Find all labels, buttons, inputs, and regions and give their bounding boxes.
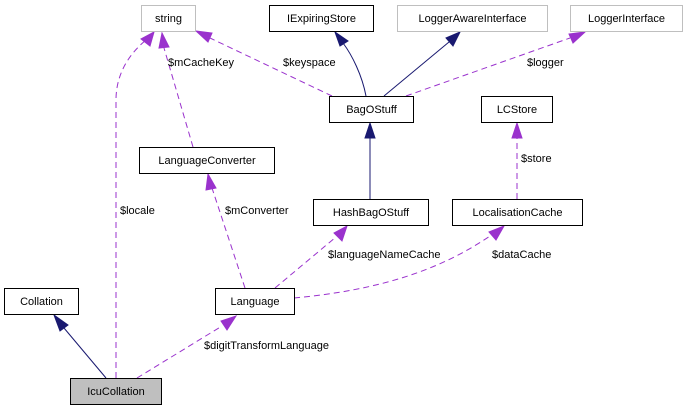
node-label: Language <box>231 296 280 308</box>
node-label: LoggerInterface <box>588 13 665 25</box>
usage-arrowhead-icon <box>333 224 348 242</box>
node-loggerawareinterface[interactable]: LoggerAwareInterface <box>397 5 548 32</box>
edge-bagostuff-string: $keyspace <box>194 30 336 97</box>
node-label: BagOStuff <box>346 104 397 116</box>
node-icucollation[interactable]: IcuCollation <box>70 378 162 405</box>
node-label: LocalisationCache <box>473 207 563 219</box>
node-label: IExpiringStore <box>287 13 356 25</box>
node-label: IcuCollation <box>87 386 144 398</box>
edge-icucollation-string: $locale <box>115 30 155 378</box>
node-iexpiringstore[interactable]: IExpiringStore <box>269 5 374 32</box>
edge-label-keyspace: $keyspace <box>283 57 336 69</box>
usage-arrowhead-icon <box>220 315 238 331</box>
usage-arrowhead-icon <box>568 31 587 44</box>
node-label: HashBagOStuff <box>333 207 410 219</box>
node-collation[interactable]: Collation <box>4 288 79 315</box>
edge-hashbagostuff-bagostuff <box>364 121 376 199</box>
usage-arrowhead-icon <box>194 30 213 43</box>
node-lcstore[interactable]: LCStore <box>481 96 553 123</box>
node-localisationcache[interactable]: LocalisationCache <box>452 199 583 226</box>
node-bagostuff[interactable]: BagOStuff <box>329 96 414 123</box>
usage-arrowhead-icon <box>511 121 523 139</box>
edge-label-digittransformlanguage: $digitTransformLanguage <box>204 340 329 352</box>
node-language[interactable]: Language <box>215 288 295 315</box>
edge-language-hashbagostuff: $languageNameCache <box>274 224 441 289</box>
node-label: LanguageConverter <box>158 155 256 167</box>
node-label: Collation <box>20 296 63 308</box>
inheritance-arrowhead-icon <box>364 121 376 139</box>
edge-label-locale: $locale <box>120 205 155 217</box>
edge-label-datacache: $dataCache <box>492 249 551 261</box>
node-loggerinterface[interactable]: LoggerInterface <box>570 5 683 32</box>
node-languageconverter[interactable]: LanguageConverter <box>139 147 275 174</box>
edge-icucollation-collation <box>52 313 107 379</box>
edge-language-localisationcache: $dataCache <box>293 225 551 299</box>
usage-arrowhead-icon <box>140 30 155 47</box>
edge-bagostuff-loggerawareinterface <box>383 31 462 97</box>
edge-bagostuff-iexpiringstore <box>334 30 367 97</box>
usage-arrowhead-icon <box>205 172 217 191</box>
inheritance-arrowhead-icon <box>52 313 69 332</box>
edge-label-mcachekey: $mCacheKey <box>168 57 235 69</box>
edge-language-languageconverter: $mConverter <box>205 172 289 289</box>
edge-bagostuff-loggerinterface: $logger <box>405 31 587 97</box>
node-label: string <box>155 13 182 25</box>
inheritance-arrowhead-icon <box>445 31 462 47</box>
usage-arrowhead-icon <box>488 225 506 241</box>
node-label: LCStore <box>497 104 537 116</box>
edge-localisationcache-lcstore: $store <box>511 121 552 199</box>
edge-label-languagenamecache: $languageNameCache <box>328 249 441 261</box>
edge-languageconverter-string: $mCacheKey <box>158 31 235 148</box>
node-label: LoggerAwareInterface <box>418 13 526 25</box>
edge-icucollation-language: $digitTransformLanguage <box>136 315 329 379</box>
node-string[interactable]: string <box>141 5 196 32</box>
edge-label-mconverter: $mConverter <box>225 205 289 217</box>
node-hashbagostuff[interactable]: HashBagOStuff <box>313 199 429 226</box>
inheritance-arrowhead-icon <box>334 30 349 47</box>
edge-label-store: $store <box>521 153 552 165</box>
edge-label-logger: $logger <box>527 57 564 69</box>
usage-arrowhead-icon <box>158 31 170 49</box>
